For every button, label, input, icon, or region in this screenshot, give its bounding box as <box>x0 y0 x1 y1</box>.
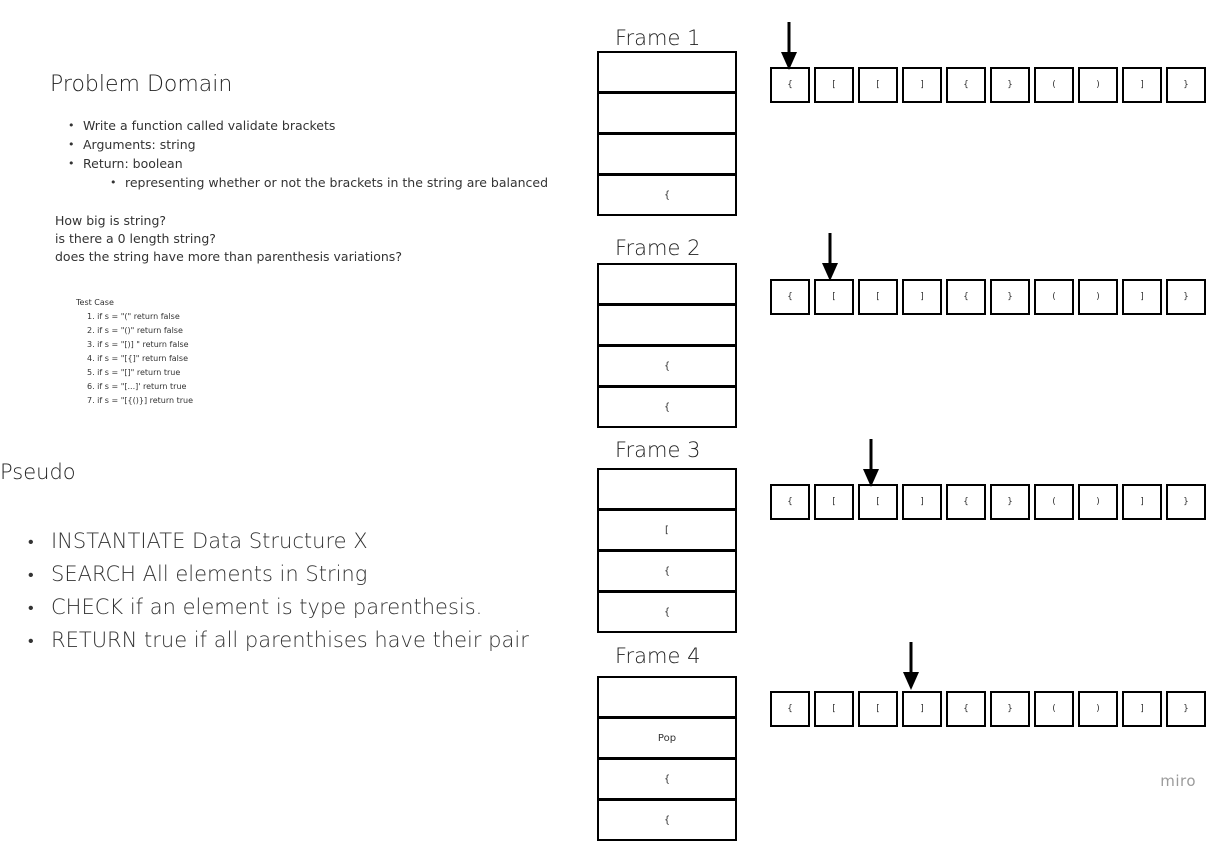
pointer-arrow-icon <box>821 233 838 281</box>
stack-cell <box>597 92 737 134</box>
bullet-function: Write a function called validate bracket… <box>68 116 548 135</box>
array-cell: } <box>1166 67 1206 103</box>
array-cell: [ <box>814 67 854 103</box>
array-cell: [ <box>814 484 854 520</box>
pseudo-title: Pseudo <box>0 460 76 484</box>
test-case-item: 1. if s = "(" return false <box>87 312 180 321</box>
pointer-arrow-icon <box>781 22 797 70</box>
array-cell: [ <box>814 691 854 727</box>
question-line: is there a 0 length string? <box>55 231 216 246</box>
array-cell: ) <box>1078 67 1118 103</box>
array-cell: ] <box>902 279 942 315</box>
array-cell: { <box>770 279 810 315</box>
array-cell: ] <box>902 484 942 520</box>
array-cell: ] <box>902 691 942 727</box>
bullet-return: Return: boolean <box>68 154 548 173</box>
array-cell: } <box>990 484 1030 520</box>
array-cell: } <box>990 67 1030 103</box>
array-cell: ] <box>1122 484 1162 520</box>
stack-cell <box>597 263 737 305</box>
test-case-item: 5. if s = "[]" return true <box>87 368 181 377</box>
stack-cell: { <box>597 386 737 428</box>
miro-watermark: miro <box>1160 772 1196 790</box>
array-cell: ] <box>1122 67 1162 103</box>
array-cell: ) <box>1078 691 1118 727</box>
array-cell: } <box>1166 484 1206 520</box>
stack-cell: { <box>597 799 737 841</box>
array-cell: } <box>990 279 1030 315</box>
test-case-title: Test Case <box>76 298 114 307</box>
array-cell: } <box>1166 691 1206 727</box>
array-cell: [ <box>814 279 854 315</box>
stack-cell <box>597 468 737 510</box>
stack-cell <box>597 133 737 175</box>
frame-3-label: Frame 3 <box>615 438 701 462</box>
stack-cell: { <box>597 345 737 387</box>
array-cell: { <box>770 484 810 520</box>
array-cell: ) <box>1078 279 1118 315</box>
bullet-arguments: Arguments: string <box>68 135 548 154</box>
stack-cell <box>597 51 737 93</box>
stack-cell <box>597 304 737 346</box>
stack-cell: { <box>597 174 737 216</box>
array-cell: ( <box>1034 67 1074 103</box>
array-cell: ] <box>1122 691 1162 727</box>
test-case-item: 3. if s = "[)] " return false <box>87 340 189 349</box>
question-line: does the string have more than parenthes… <box>55 249 402 264</box>
array-cell: { <box>770 67 810 103</box>
test-case-item: 4. if s = "[{]" return false <box>87 354 188 363</box>
pseudo-step: SEARCH All elements in String <box>28 558 531 591</box>
array-cell: [ <box>858 279 898 315</box>
stack-cell: { <box>597 550 737 592</box>
frame-1-label: Frame 1 <box>615 26 701 50</box>
questions-block: How big is string? is there a 0 length s… <box>55 212 402 266</box>
array-cell: ] <box>902 67 942 103</box>
array-cell: { <box>946 691 986 727</box>
pointer-arrow-icon <box>862 439 879 487</box>
array-cell: { <box>770 691 810 727</box>
array-cell: } <box>990 691 1030 727</box>
array-cell: ( <box>1034 484 1074 520</box>
array-cell: { <box>946 484 986 520</box>
frame-3-array: { [ [ ] { } ( ) ] } <box>770 484 1210 520</box>
array-cell: ) <box>1078 484 1118 520</box>
problem-bullets: Write a function called validate bracket… <box>68 116 548 192</box>
array-cell: { <box>946 67 986 103</box>
pseudo-step: CHECK if an element is type parenthesis. <box>28 591 531 624</box>
question-line: How big is string? <box>55 213 167 228</box>
frame-4-array: { [ [ ] { } ( ) ] } <box>770 691 1210 727</box>
stack-cell: [ <box>597 509 737 551</box>
frame-4-label: Frame 4 <box>615 644 701 668</box>
pseudo-steps: INSTANTIATE Data Structure X SEARCH All … <box>28 525 531 657</box>
problem-domain-title: Problem Domain <box>50 72 233 97</box>
array-cell: [ <box>858 484 898 520</box>
array-cell: } <box>1166 279 1206 315</box>
frame-2-label: Frame 2 <box>615 236 701 260</box>
test-case-block: Test Case 1. if s = "(" return false 2. … <box>76 296 193 408</box>
test-case-item: 2. if s = "()" return false <box>87 326 183 335</box>
array-cell: [ <box>858 67 898 103</box>
pointer-arrow-icon <box>903 642 920 690</box>
stack-cell: { <box>597 758 737 800</box>
frame-1-array: { [ [ ] { } ( ) ] } <box>770 67 1210 103</box>
array-cell: { <box>946 279 986 315</box>
pseudo-step: INSTANTIATE Data Structure X <box>28 525 531 558</box>
frame-2-array: { [ [ ] { } ( ) ] } <box>770 279 1210 315</box>
stack-cell: { <box>597 591 737 633</box>
bullet-return-detail: representing whether or not the brackets… <box>110 173 548 192</box>
array-cell: ( <box>1034 279 1074 315</box>
stack-cell <box>597 676 737 718</box>
array-cell: ( <box>1034 691 1074 727</box>
stack-cell: Pop <box>597 717 737 759</box>
test-case-item: 6. if s = "[...]' return true <box>87 382 187 391</box>
array-cell: ] <box>1122 279 1162 315</box>
array-cell: [ <box>858 691 898 727</box>
test-case-item: 7. if s = "[{()}] return true <box>87 396 194 405</box>
pseudo-step: RETURN true if all parenthises have thei… <box>28 624 531 657</box>
